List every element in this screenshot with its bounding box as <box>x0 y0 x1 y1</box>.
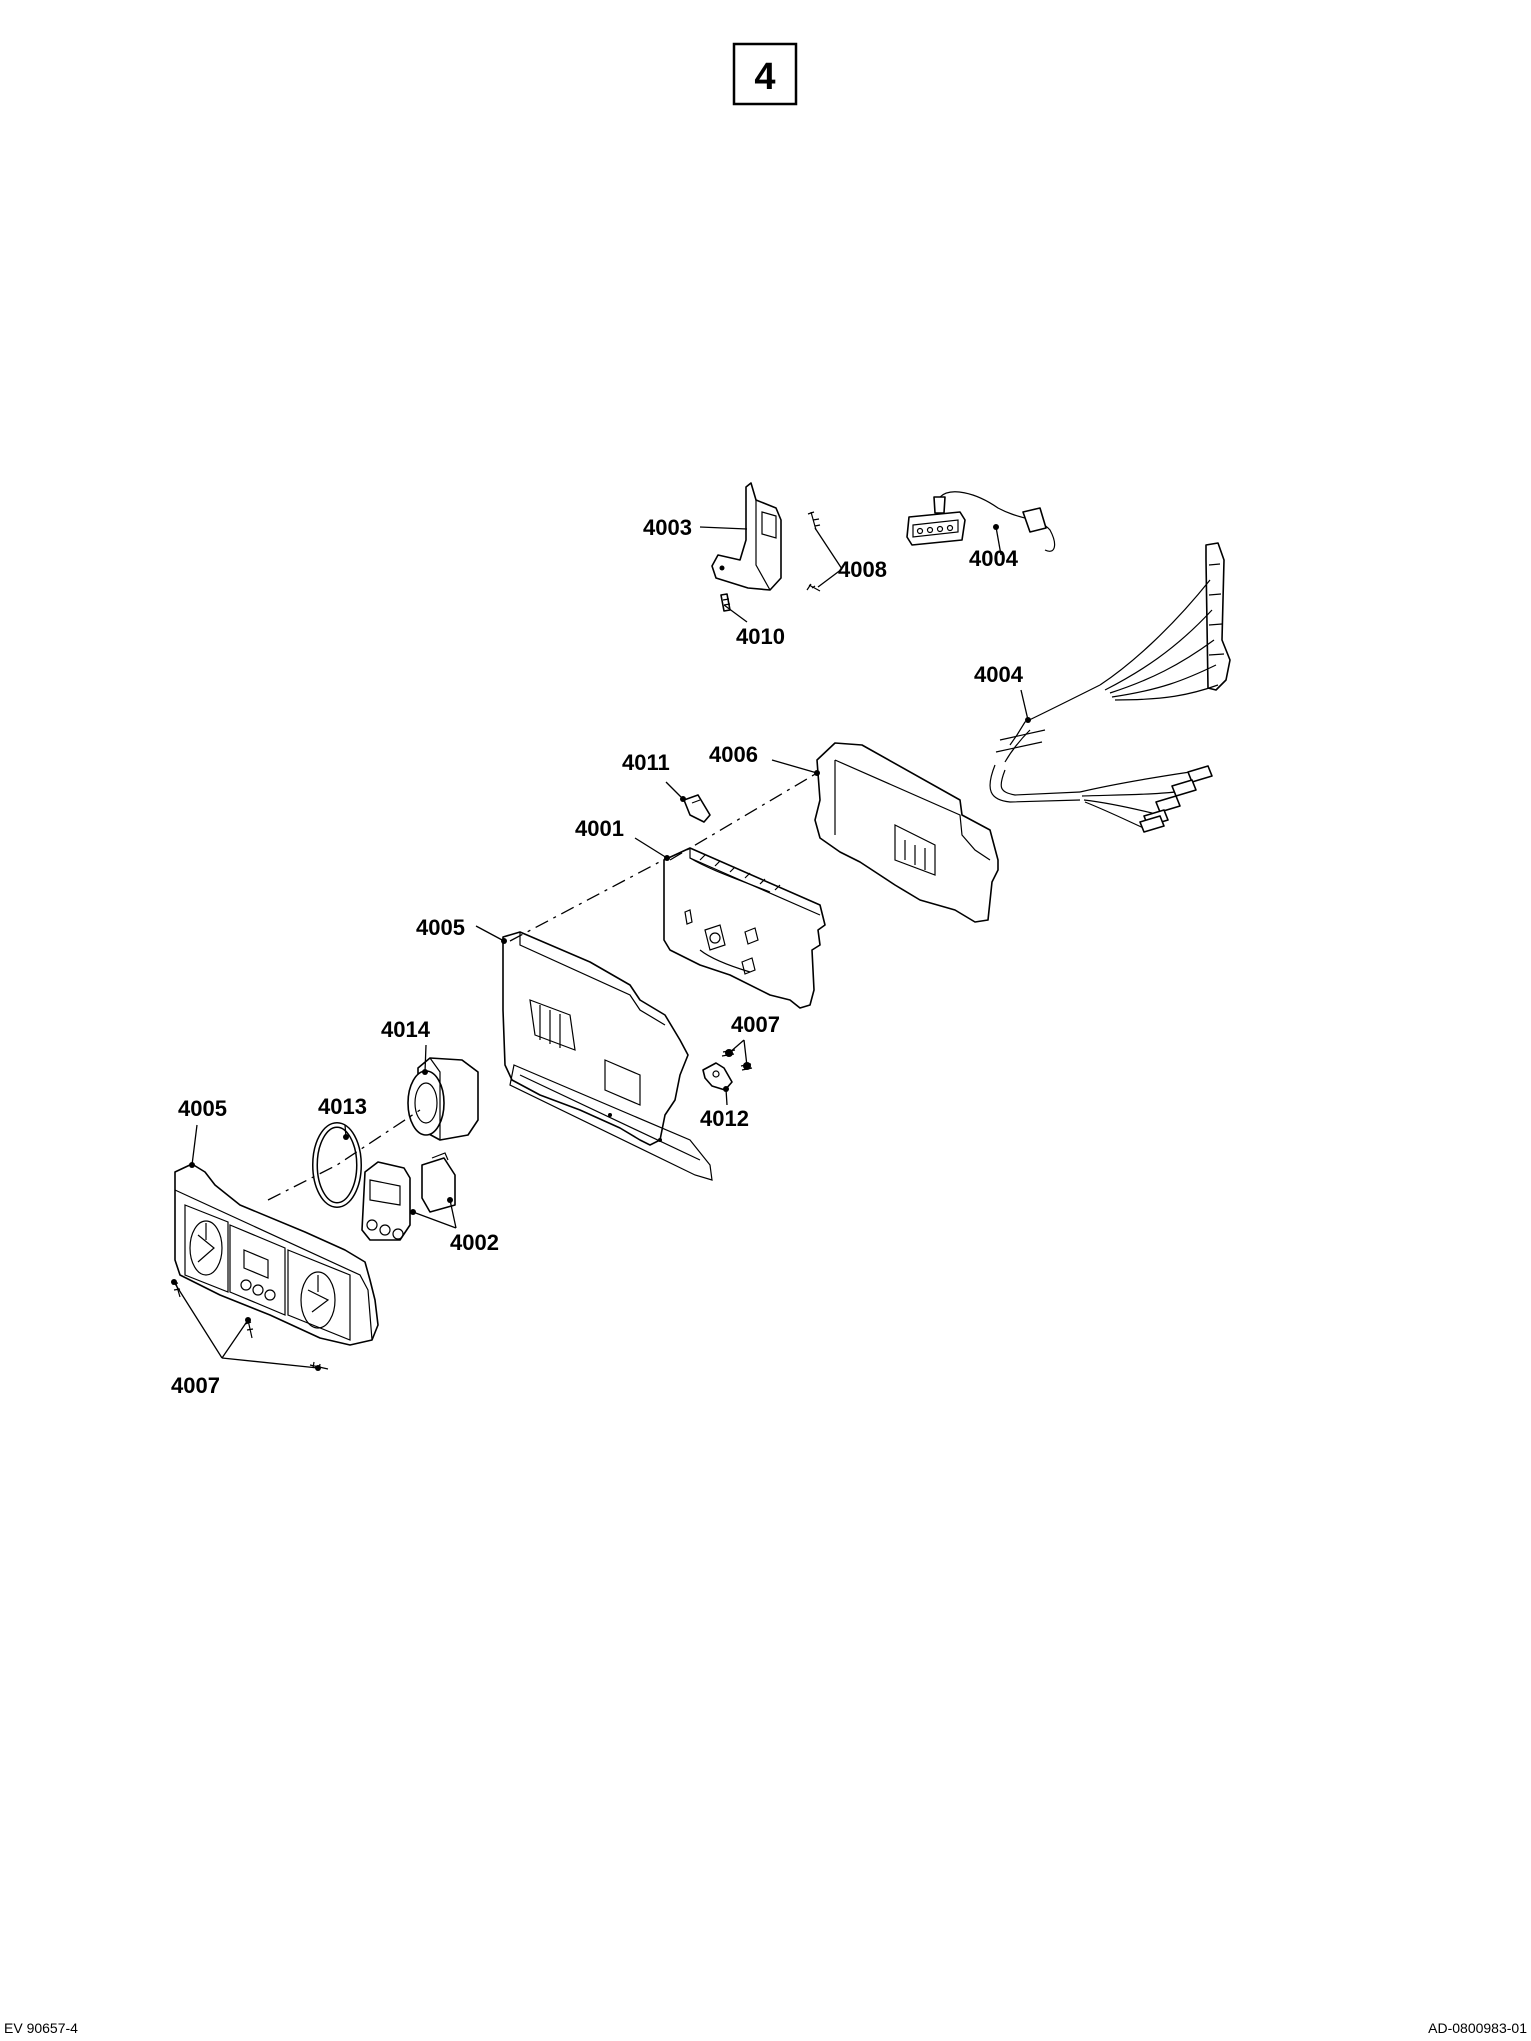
part-4013-ring <box>312 1122 362 1208</box>
callout-4006: 4006 <box>709 742 758 767</box>
callout-4004-top: 4004 <box>969 546 1019 571</box>
callout-4011: 4011 <box>622 750 670 775</box>
assembly-lines <box>267 772 818 1201</box>
part-4005-front-panel <box>174 1162 379 1346</box>
sheet-number-box: 4 <box>732 42 798 106</box>
callout-4005-panel: 4005 <box>178 1096 227 1121</box>
callout-4008: 4008 <box>838 557 887 582</box>
part-4008-screws <box>806 511 821 592</box>
part-4003-bracket <box>711 482 782 591</box>
callout-4005-housing: 4005 <box>416 915 465 940</box>
footer-drawing-code: AD-0800983-01 <box>1428 2020 1527 2036</box>
part-4001-control-board <box>663 847 826 1009</box>
callout-4012: 4012 <box>700 1106 749 1131</box>
part-4014-buzzer <box>407 1057 479 1141</box>
callout-4002: 4002 <box>450 1230 499 1255</box>
part-4011-fuse <box>680 794 711 823</box>
footer-document-code: EV 90657-4 <box>4 2020 78 2036</box>
callout-4014: 4014 <box>381 1017 431 1042</box>
part-4006-rear-cover <box>814 742 999 923</box>
part-4004-wiring-harness <box>989 542 1231 833</box>
callout-4010: 4010 <box>736 624 785 649</box>
part-4004-connector-cable <box>906 491 1056 552</box>
callout-4001: 4001 <box>575 816 624 841</box>
part-4012-clip <box>702 1062 733 1092</box>
part-4005-housing <box>501 931 713 1181</box>
callout-4007-lower: 4007 <box>171 1373 220 1398</box>
part-4002-switch-module <box>361 1152 456 1241</box>
callout-4013: 4013 <box>318 1094 367 1119</box>
callout-labels: 4003 4008 4010 4004 4004 4011 4006 4001 … <box>171 515 1024 1398</box>
part-4007-screws-middle <box>721 1049 753 1071</box>
callout-4003: 4003 <box>643 515 692 540</box>
callout-4007-middle: 4007 <box>731 1012 780 1037</box>
sheet-number: 4 <box>754 56 775 98</box>
callout-4004-harness: 4004 <box>974 662 1024 687</box>
leader-lines <box>173 526 1029 1369</box>
